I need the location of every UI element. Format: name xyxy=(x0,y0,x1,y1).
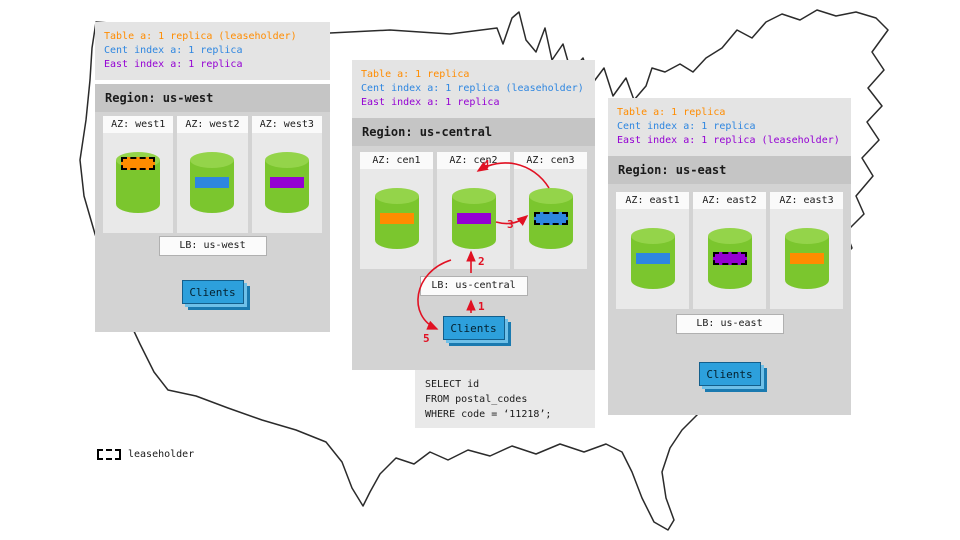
database-node xyxy=(263,151,311,215)
az-label: AZ: cen2 xyxy=(437,152,510,169)
az-body xyxy=(437,169,510,269)
az-panel-cen2: AZ: cen2 xyxy=(437,152,510,269)
cylinder-top xyxy=(707,228,752,244)
az-body xyxy=(177,133,248,233)
table-replica-bar xyxy=(789,253,824,264)
load-balancer-us-west: LB: us-west xyxy=(158,236,267,256)
database-node xyxy=(188,151,236,215)
table-replica-line: Table a: 1 replica xyxy=(617,107,726,118)
table-replica-bar xyxy=(379,213,414,224)
az-panel-west1: AZ: west1 xyxy=(103,116,174,233)
az-label: AZ: cen3 xyxy=(514,152,587,169)
az-panel-east3: AZ: east3 xyxy=(770,192,843,309)
az-label: AZ: east1 xyxy=(616,192,689,209)
az-label: AZ: east2 xyxy=(693,192,766,209)
az-body xyxy=(693,209,766,309)
database-node xyxy=(629,227,677,291)
cent-index-replica-bar-leaseholder xyxy=(533,212,568,225)
az-body xyxy=(251,133,322,233)
sql-line: SELECT id xyxy=(425,379,480,390)
legend-label: leaseholder xyxy=(128,449,195,460)
az-panel-west3: AZ: west3 xyxy=(251,116,322,233)
east-index-replica-line: East index a: 1 replica xyxy=(104,59,243,70)
az-label: AZ: cen1 xyxy=(360,152,433,169)
clients-box-us-east: Clients xyxy=(698,362,761,386)
az-panel-cen1: AZ: cen1 xyxy=(360,152,433,269)
region-title: Region: us-west xyxy=(95,84,330,112)
table-replica-bar-leaseholder xyxy=(121,157,156,170)
database-node xyxy=(783,227,831,291)
region-title: Region: us-east xyxy=(608,156,851,184)
cylinder-top xyxy=(374,188,419,204)
east-index-replica-bar xyxy=(456,213,491,224)
az-row: AZ: west1 AZ: west2 xyxy=(103,116,322,233)
az-body xyxy=(360,169,433,269)
sql-query-box: SELECT id FROM postal_codes WHERE code =… xyxy=(415,370,595,428)
az-panel-east2: AZ: east2 xyxy=(693,192,766,309)
sql-line: FROM postal_codes xyxy=(425,394,528,405)
sql-line: WHERE code = ‘11218’; xyxy=(425,409,552,420)
az-body xyxy=(514,169,587,269)
cylinder-top xyxy=(630,228,675,244)
east-index-replica-line: East index a: 1 replica xyxy=(361,97,500,108)
az-label: AZ: east3 xyxy=(770,192,843,209)
load-balancer-us-central: LB: us-central xyxy=(419,276,528,296)
leaseholder-legend: leaseholder xyxy=(97,449,194,460)
az-row: AZ: cen1 AZ: cen2 xyxy=(360,152,587,269)
clients-box-us-central: Clients xyxy=(442,316,505,340)
cylinder-top xyxy=(190,152,235,168)
region-us-west: Region: us-west AZ: west1 AZ: west2 xyxy=(95,84,330,332)
cent-index-replica-line: Cent index a: 1 replica xyxy=(104,45,243,56)
az-body xyxy=(770,209,843,309)
az-panel-east1: AZ: east1 xyxy=(616,192,689,309)
region-title: Region: us-central xyxy=(352,118,595,146)
cent-index-replica-bar xyxy=(195,177,230,188)
database-node xyxy=(706,227,754,291)
cent-index-replica-line: Cent index a: 1 replica xyxy=(617,121,756,132)
az-row: AZ: east1 AZ: east2 xyxy=(616,192,843,309)
az-panel-cen3: AZ: cen3 xyxy=(514,152,587,269)
az-body xyxy=(103,133,174,233)
replica-summary-us-east: Table a: 1 replica Cent index a: 1 repli… xyxy=(608,98,851,156)
east-index-replica-bar-leaseholder xyxy=(712,252,747,265)
database-node xyxy=(450,187,498,251)
clients-box-us-west: Clients xyxy=(181,280,244,304)
cylinder-body xyxy=(116,160,161,213)
database-node xyxy=(114,151,162,215)
replica-summary-us-central: Table a: 1 replica Cent index a: 1 repli… xyxy=(352,60,595,118)
load-balancer-us-east: LB: us-east xyxy=(675,314,784,334)
leaseholder-dashed-swatch xyxy=(97,449,121,460)
az-label: AZ: west3 xyxy=(251,116,322,133)
az-body xyxy=(616,209,689,309)
az-label: AZ: west2 xyxy=(177,116,248,133)
table-replica-line: Table a: 1 replica (leaseholder) xyxy=(104,31,297,42)
cent-index-replica-line: Cent index a: 1 replica (leaseholder) xyxy=(361,83,584,94)
replica-summary-us-west: Table a: 1 replica (leaseholder) Cent in… xyxy=(95,22,330,80)
database-node xyxy=(527,187,575,251)
cent-index-replica-bar xyxy=(635,253,670,264)
region-us-east: Region: us-east AZ: east1 AZ: east2 xyxy=(608,156,851,415)
cylinder-top xyxy=(451,188,496,204)
az-label: AZ: west1 xyxy=(103,116,174,133)
east-index-replica-line: East index a: 1 replica (leaseholder) xyxy=(617,135,840,146)
cylinder-top xyxy=(264,152,309,168)
az-panel-west2: AZ: west2 xyxy=(177,116,248,233)
region-us-central: Region: us-central AZ: cen1 AZ: cen2 xyxy=(352,118,595,370)
database-node xyxy=(373,187,421,251)
table-replica-line: Table a: 1 replica xyxy=(361,69,470,80)
cylinder-top xyxy=(528,188,573,204)
cylinder-top xyxy=(784,228,829,244)
east-index-replica-bar xyxy=(269,177,304,188)
